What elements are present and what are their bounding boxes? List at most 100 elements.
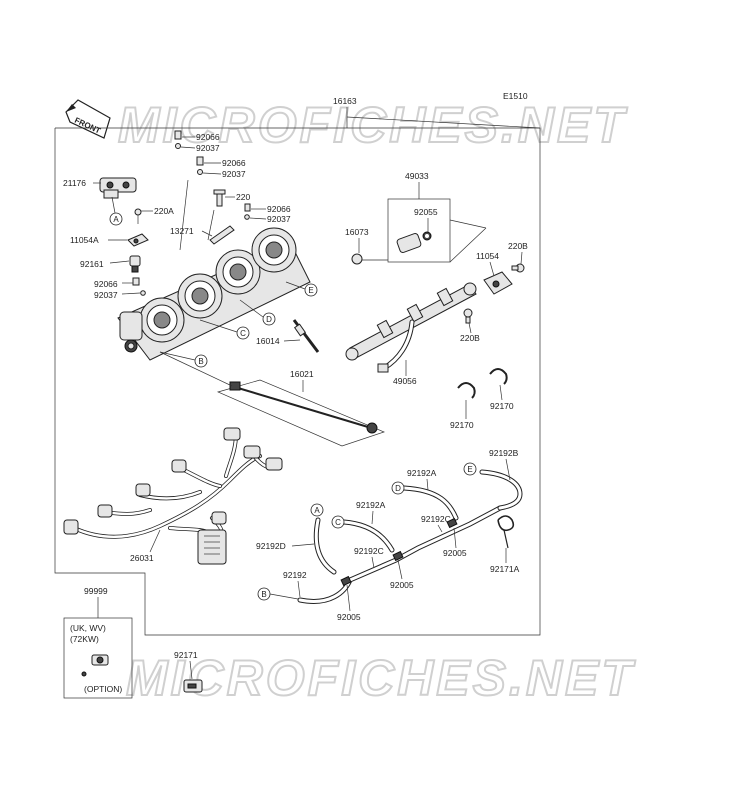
screw-92066-top: [174, 130, 182, 149]
part-220B-label-2: 220B: [460, 333, 480, 343]
part-92005-label-3: 92005: [337, 612, 361, 622]
throttle-bore-2: [177, 273, 223, 319]
option-box-line3: (OPTION): [84, 684, 122, 694]
part-92171-label: 92171: [174, 650, 198, 660]
part-16163-label: 16163: [333, 96, 357, 106]
wiring-harness-26031: [63, 427, 283, 565]
cap-16073: [351, 253, 363, 265]
svg-text:E: E: [308, 286, 313, 295]
option-box-line2: (72KW): [70, 634, 99, 644]
watermark-bottom: MICROFICHES.NET: [126, 650, 636, 706]
clip-92171: [183, 679, 203, 693]
screw-92066-second: [196, 156, 204, 175]
screw-92066-left: [132, 277, 146, 296]
callout-E-hose: E: [463, 462, 477, 476]
throttle-bore-4: [251, 227, 297, 273]
injector-49033: [396, 231, 432, 253]
part-92005-label-1: 92005: [443, 548, 467, 558]
connector-6: [243, 445, 261, 459]
connector-2: [97, 504, 113, 518]
part-92066-label-3: 92066: [267, 204, 291, 214]
part-21176-label: 21176: [63, 178, 86, 188]
part-92192-label: 92192: [283, 570, 307, 580]
rod-16014: [292, 319, 320, 353]
part-92037-label-4: 92037: [94, 290, 118, 300]
part-92192C-label-2: 92192C: [354, 546, 384, 556]
part-92192C-label-1: 92192C: [421, 514, 451, 524]
part-16073-label: 16073: [345, 227, 369, 237]
svg-text:A: A: [314, 506, 320, 515]
svg-text:D: D: [395, 484, 401, 493]
part-92192D-label: 92192D: [256, 541, 286, 551]
bracket-11054A: [127, 233, 149, 247]
connector-4: [171, 459, 187, 473]
main-assembly-border: [54, 127, 541, 636]
bolt-220: [213, 189, 226, 207]
front-arrow-icon: FRONT: [65, 99, 111, 139]
part-220A-label: 220A: [154, 206, 174, 216]
callout-B-left: B: [194, 354, 208, 368]
part-99999-label: 99999: [84, 586, 108, 596]
part-92171A-label: 92171A: [490, 564, 520, 574]
bolt-220B-right: [511, 263, 525, 273]
connector-7: [265, 457, 283, 471]
part-16021-label: 16021: [290, 369, 314, 379]
part-92161-label: 92161: [80, 259, 104, 269]
screw-92066-third: [244, 203, 251, 220]
cable-16021: [229, 381, 378, 434]
part-220B-label-1: 220B: [508, 241, 528, 251]
option-box: [63, 617, 133, 699]
restrictor-icon: [81, 654, 109, 677]
svg-text:B: B: [261, 590, 266, 599]
part-92037-label-1: 92037: [196, 143, 220, 153]
clip-92171A: [497, 515, 515, 549]
part-16014-label: 16014: [256, 336, 280, 346]
part-92055-label: 92055: [414, 207, 438, 217]
callout-E-left: E: [304, 283, 318, 297]
connector-main: [197, 529, 227, 565]
part-92066-label-2: 92066: [222, 158, 246, 168]
svg-text:C: C: [240, 329, 246, 338]
part-92005-label-2: 92005: [390, 580, 414, 590]
throttle-body-assembly: [117, 179, 311, 361]
part-92037-label-3: 92037: [267, 214, 291, 224]
part-92037-label-2: 92037: [222, 169, 246, 179]
watermark-top: MICROFICHES.NET: [118, 97, 628, 153]
hose-49056: [377, 319, 415, 373]
part-92192A-label-1: 92192A: [407, 468, 437, 478]
part-49033-label: 49033: [405, 171, 429, 181]
connector-8: [211, 511, 227, 525]
screw-220A: [134, 208, 142, 224]
callout-C-left: C: [236, 326, 250, 340]
svg-text:A: A: [113, 215, 119, 224]
part-92170-label-2: 92170: [490, 401, 514, 411]
part-11054-label: 11054: [476, 251, 499, 261]
callout-D-hose: D: [391, 481, 405, 495]
clamp-92170-right: [489, 368, 508, 385]
part-92066-label-4: 92066: [94, 279, 118, 289]
svg-text:B: B: [198, 357, 203, 366]
cable-16021-box: [216, 379, 385, 447]
callout-A-left: A: [109, 212, 123, 226]
callout-C-hose: C: [331, 515, 345, 529]
throttle-bore-1: [139, 297, 185, 343]
bracket-11054: [483, 271, 513, 295]
option-box-line1: (UK, WV): [70, 623, 106, 633]
callout-B-hose: B: [257, 587, 271, 601]
part-49056-label: 49056: [393, 376, 417, 386]
svg-text:D: D: [266, 315, 272, 324]
bolt-220B-lower: [463, 308, 473, 324]
part-92192B-label: 92192B: [489, 448, 519, 458]
part-26031-label: 26031: [130, 553, 154, 563]
clamp-92170-left: [457, 382, 476, 399]
callout-D-left: D: [262, 312, 276, 326]
part-92192A-label-2: 92192A: [356, 500, 386, 510]
svg-text:E: E: [467, 465, 472, 474]
connector-5: [223, 427, 241, 441]
part-92170-label-1: 92170: [450, 420, 474, 430]
svg-text:C: C: [335, 518, 341, 527]
part-11054A-label: 11054A: [70, 235, 99, 245]
part-92066-label-1: 92066: [196, 132, 220, 142]
connector-1: [63, 519, 79, 535]
